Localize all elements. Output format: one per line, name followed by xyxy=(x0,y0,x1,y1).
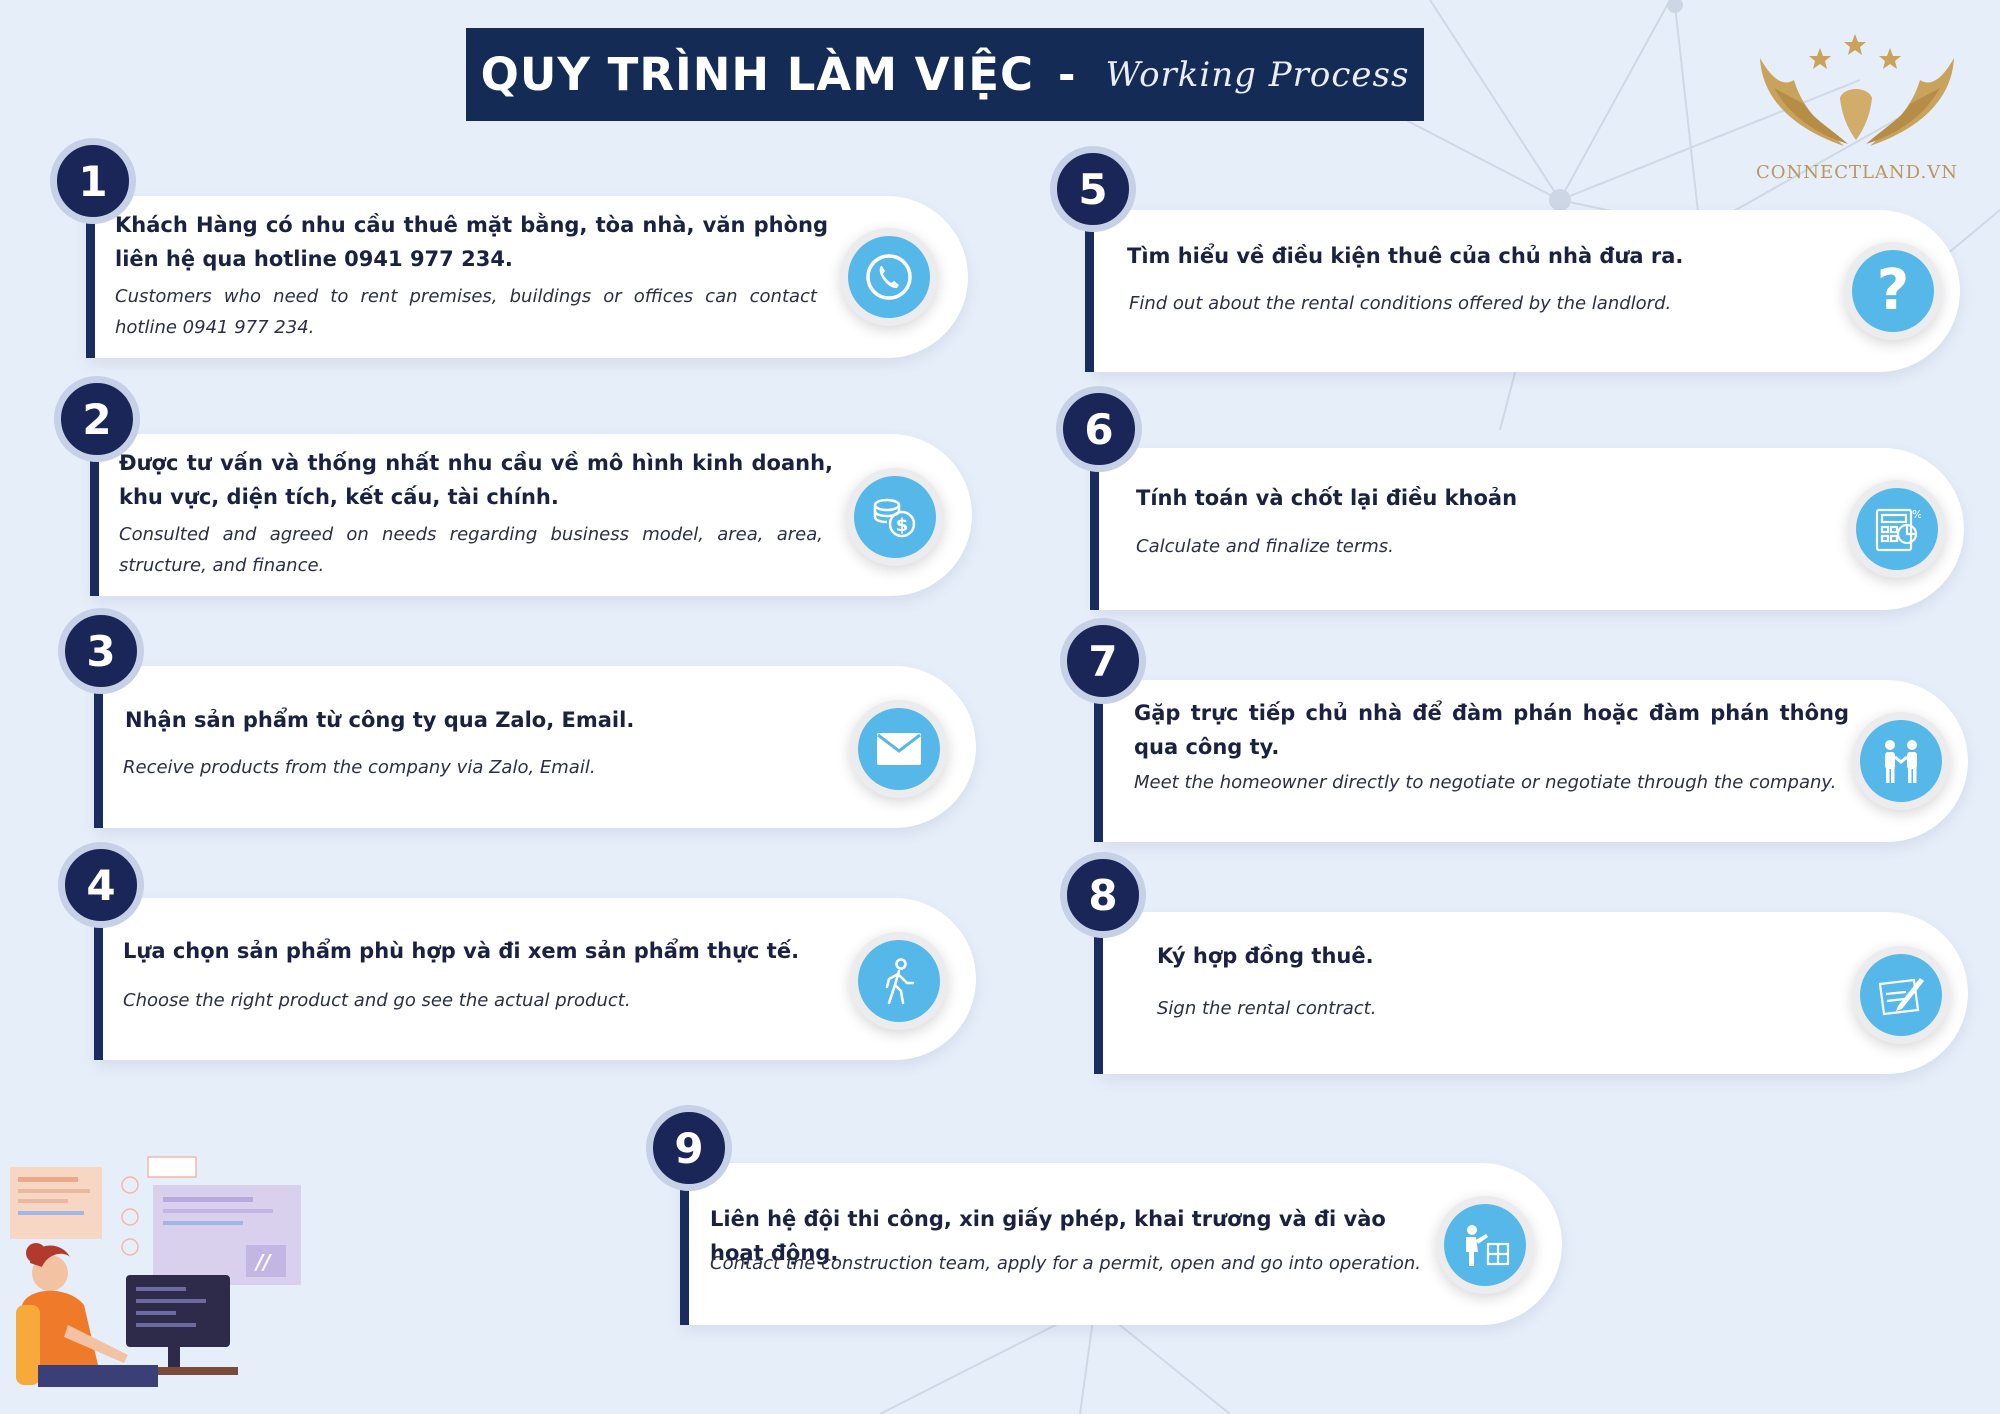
step-2-card xyxy=(92,434,972,596)
step-1-title: Khách Hàng có nhu cầu thuê mặt bằng, tòa… xyxy=(115,213,828,271)
step-7-card xyxy=(1100,680,1968,842)
step-7-bar xyxy=(1094,660,1103,842)
step-9-badge: 9 xyxy=(646,1105,732,1191)
step-7-desc: Meet the homeowner directly to negotiate… xyxy=(1134,772,1837,793)
step-3-badge: 3 xyxy=(58,608,144,694)
step-1-desc: Customers who need to rent premises, bui… xyxy=(115,286,817,338)
step-6-bar xyxy=(1090,428,1099,610)
step-6-card xyxy=(1096,448,1964,610)
step-1-badge: 1 xyxy=(50,138,136,224)
step-8-badge: 8 xyxy=(1060,852,1146,938)
phone-icon xyxy=(848,236,930,318)
step-2-desc: Consulted and agreed on needs regarding … xyxy=(119,524,823,576)
step-6-badge: 6 xyxy=(1056,386,1142,472)
title-separator: - xyxy=(1058,50,1076,99)
step-5-title: Tìm hiểu về điều kiện thuê của chủ nhà đ… xyxy=(1127,244,1684,268)
header-title-bar: QUY TRÌNH LÀM VIỆC - Working Process xyxy=(466,28,1424,121)
construction-puzzle-icon xyxy=(1444,1204,1526,1286)
step-4-desc: Choose the right product and go see the … xyxy=(123,990,631,1011)
step-8-card xyxy=(1100,912,1968,1074)
step-2-bar xyxy=(90,420,99,596)
contract-sign-icon xyxy=(1860,954,1942,1036)
step-4-title: Lựa chọn sản phẩm phù hợp và đi xem sản … xyxy=(123,939,800,963)
step-8-bar xyxy=(1094,892,1103,1074)
coins-icon: $ xyxy=(854,476,936,558)
step-4-card xyxy=(96,898,976,1060)
connectland-logo: CONNECTLAND.VN xyxy=(1752,28,1962,193)
step-6-desc: Calculate and finalize terms. xyxy=(1136,536,1394,557)
svg-text://: // xyxy=(254,1250,272,1274)
step-9-title: Liên hệ đội thi công, xin giấy phép, kha… xyxy=(710,1207,1386,1265)
step-9-desc: Contact the construction team, apply for… xyxy=(710,1253,1421,1274)
step-1-card xyxy=(88,196,968,358)
step-2-badge: 2 xyxy=(54,376,140,462)
walking-person-icon xyxy=(858,940,940,1022)
title-english: Working Process xyxy=(1105,54,1410,95)
step-7-title: Gặp trực tiếp chủ nhà để đàm phán hoặc đ… xyxy=(1134,701,1849,759)
step-8-title: Ký hợp đồng thuê. xyxy=(1157,944,1374,968)
question-icon: ? xyxy=(1852,250,1934,332)
step-7-badge: 7 xyxy=(1060,618,1146,704)
people-meeting-icon xyxy=(1860,720,1942,802)
step-9-bar xyxy=(680,1150,689,1325)
step-4-bar xyxy=(94,884,103,1060)
person-at-computer-illustration: // xyxy=(10,1156,301,1387)
step-2-title: Được tư vấn và thống nhất nhu cầu về mô … xyxy=(119,451,833,509)
step-3-bar xyxy=(94,652,103,828)
step-4-badge: 4 xyxy=(58,842,144,928)
step-9-card xyxy=(682,1163,1562,1325)
step-6-title: Tính toán và chốt lại điều khoản xyxy=(1136,486,1518,510)
title-vietnamese: QUY TRÌNH LÀM VIỆC xyxy=(480,48,1034,101)
step-8-desc: Sign the rental contract. xyxy=(1157,998,1377,1019)
eagle-wings-icon xyxy=(1760,34,1954,146)
step-5-bar xyxy=(1085,190,1094,372)
step-1-bar xyxy=(86,182,95,358)
step-5-badge: 5 xyxy=(1050,146,1136,232)
step-3-card xyxy=(96,666,976,828)
mail-icon xyxy=(858,708,940,790)
logo-text: CONNECTLAND.VN xyxy=(1756,162,1958,183)
svg-text:$: $ xyxy=(896,515,909,536)
step-5-card xyxy=(1092,210,1960,372)
step-3-title: Nhận sản phẩm từ công ty qua Zalo, Email… xyxy=(125,708,635,732)
calculator-icon: % xyxy=(1856,488,1938,570)
svg-text:%: % xyxy=(1912,508,1921,521)
step-5-desc: Find out about the rental conditions off… xyxy=(1129,293,1672,314)
step-3-desc: Receive products from the company via Za… xyxy=(123,757,596,778)
